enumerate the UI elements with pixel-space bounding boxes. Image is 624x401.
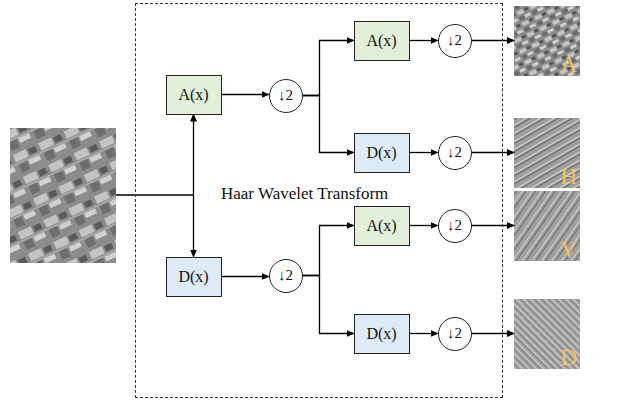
filter-label: A(x) <box>366 32 396 50</box>
connector <box>222 276 269 277</box>
filter-label: D(x) <box>366 325 396 343</box>
connector <box>303 96 354 153</box>
vertical-image <box>514 191 580 261</box>
connector <box>410 225 438 226</box>
downsample-label: ↓2 <box>447 32 462 49</box>
connector <box>410 152 438 153</box>
approx-filter-box: A(x) <box>354 206 410 246</box>
downsample-circle: ↓2 <box>438 24 472 58</box>
filter-label: A(x) <box>366 217 396 235</box>
connector <box>472 40 515 41</box>
connector <box>193 115 194 257</box>
connector <box>410 40 438 41</box>
connector <box>303 41 354 96</box>
downsample-circle: ↓2 <box>438 209 472 243</box>
downsample-label: ↓2 <box>447 217 462 234</box>
detail-filter-box: D(x) <box>166 257 222 297</box>
downsample-circle: ↓2 <box>269 79 303 113</box>
connector <box>472 152 515 153</box>
downsample-circle: ↓2 <box>438 136 472 170</box>
subband-letter: A <box>560 53 577 76</box>
downsample-label: ↓2 <box>447 144 462 161</box>
subband-letter: V <box>560 238 577 261</box>
connector <box>303 276 354 334</box>
connector <box>472 225 515 226</box>
frame-title: Haar Wavelet Transform <box>221 184 388 204</box>
diagonal-image <box>514 299 580 369</box>
subband-image: D <box>514 299 580 369</box>
downsample-label: ↓2 <box>278 267 293 284</box>
subband-letter: H <box>560 165 577 188</box>
downsample-circle: ↓2 <box>438 317 472 351</box>
downsample-label: ↓2 <box>447 325 462 342</box>
filter-label: D(x) <box>366 144 396 162</box>
subband-image: V <box>514 191 580 261</box>
connector <box>303 226 354 276</box>
transform-frame: Haar Wavelet TransformA(x)D(x)↓2↓2A(x)D(… <box>135 3 503 398</box>
detail-filter-box: D(x) <box>354 314 410 354</box>
detail-filter-box: D(x) <box>354 133 410 173</box>
downsample-label: ↓2 <box>278 87 293 104</box>
subband-image: A <box>514 6 580 76</box>
input-image <box>10 128 116 263</box>
approx-filter-box: A(x) <box>354 21 410 61</box>
filter-label: A(x) <box>178 86 208 104</box>
filter-label: D(x) <box>178 268 208 286</box>
input-line <box>116 194 194 195</box>
connector <box>472 333 515 334</box>
approx-image <box>514 6 580 76</box>
downsample-circle: ↓2 <box>269 259 303 293</box>
subband-image: H <box>514 118 580 188</box>
approx-filter-box: A(x) <box>166 75 222 115</box>
connector <box>410 333 438 334</box>
horizontal-image <box>514 118 580 188</box>
subband-letter: D <box>560 346 577 369</box>
connector <box>222 94 269 95</box>
